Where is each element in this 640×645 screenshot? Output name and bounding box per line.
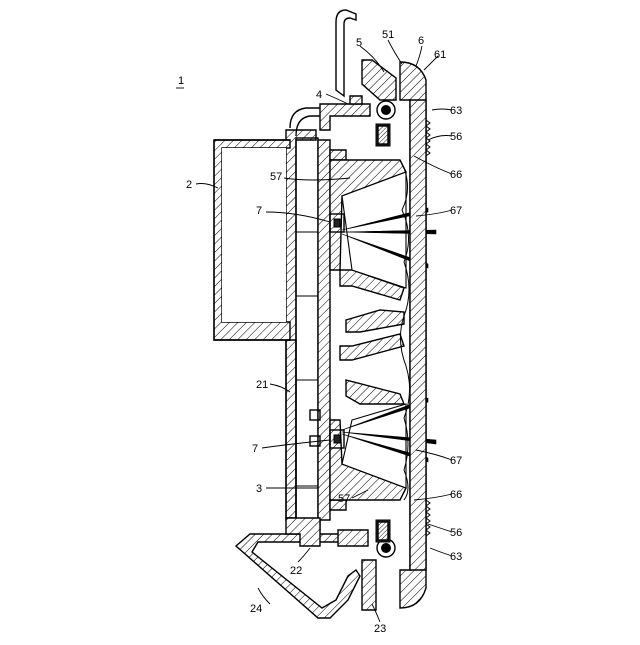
ref-67-top-label: 67 [450, 205, 462, 217]
ref-57-bottom-label: 57 [338, 493, 350, 505]
ref-56-top-label: 56 [450, 131, 462, 143]
seal-bottom [376, 520, 395, 557]
ref-66-bottom-label: 66 [450, 489, 462, 501]
ref-63-top-label: 63 [450, 105, 462, 117]
ref-7-bottom-label: 7 [252, 443, 258, 455]
ref-22-label: 22 [290, 565, 302, 577]
ref-2-label: 2 [186, 179, 192, 191]
ref-67-bottom-label: 67 [450, 455, 462, 467]
ref-3-label: 3 [256, 483, 262, 495]
ref-23-label: 23 [374, 623, 386, 635]
cartridge-box [214, 140, 290, 340]
figure-number-label: 1 [178, 75, 184, 87]
inner-plate [296, 138, 318, 520]
ref-63-bottom-label: 63 [450, 551, 462, 563]
ref-66-top-label: 66 [450, 169, 462, 181]
ref-57-top-label: 57 [270, 171, 282, 183]
ref-61-label: 61 [434, 49, 446, 61]
ref-51-label: 51 [382, 29, 394, 41]
ref-6-label: 6 [418, 35, 424, 47]
outer-cover [400, 62, 426, 608]
ref-24-label: 24 [250, 603, 262, 615]
ref-4-label: 4 [316, 89, 322, 101]
ref-56-bottom-label: 56 [450, 527, 462, 539]
seal-top [362, 60, 396, 146]
ref-7-top-label: 7 [256, 205, 262, 217]
ref-21-label: 21 [256, 379, 268, 391]
ref-5-label: 5 [356, 37, 362, 49]
